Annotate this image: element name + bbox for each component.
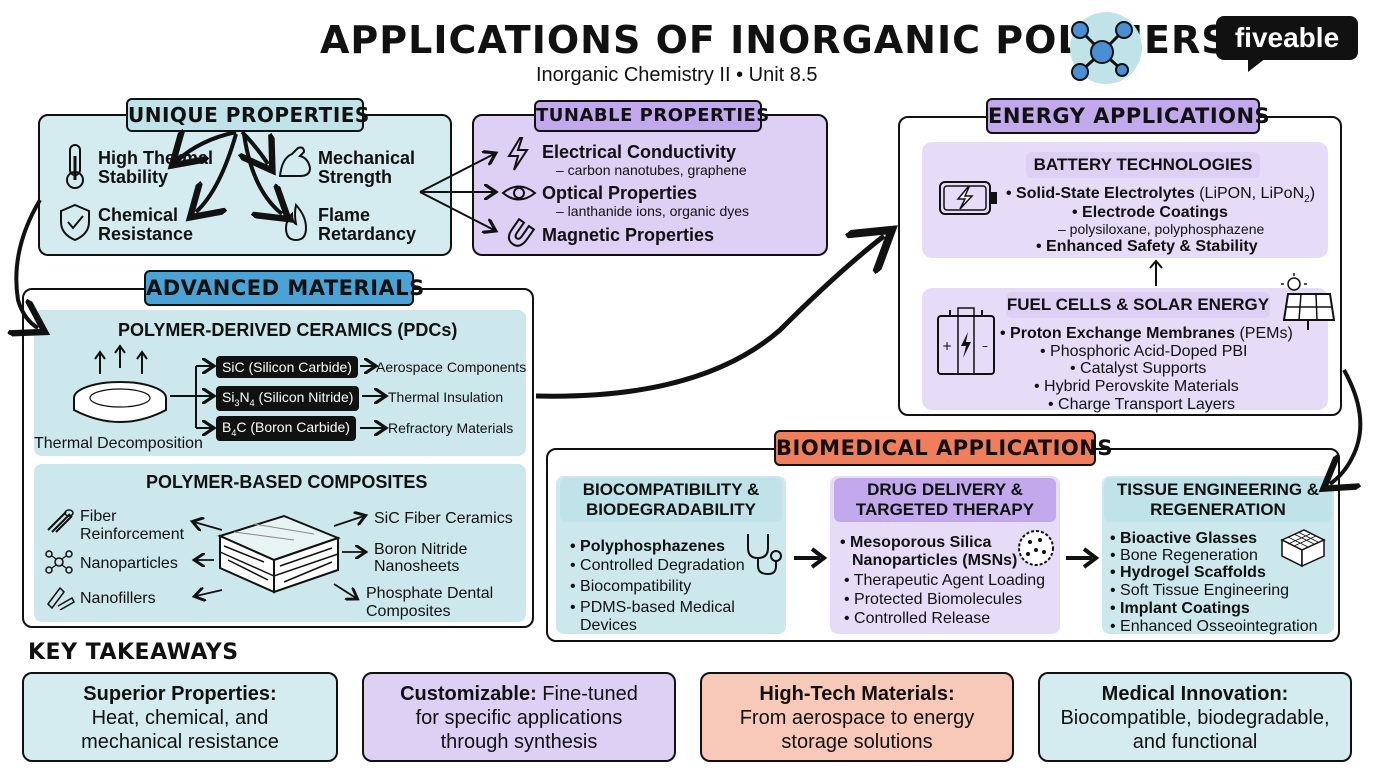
bio-item-4: • PDMS-based Medical	[570, 599, 735, 616]
mechanical-strength-label-1: Mechanical	[318, 148, 416, 168]
bio-item-2: • Controlled Degradation	[570, 557, 745, 574]
magnet-icon	[507, 218, 536, 247]
right-arrow-icon-1	[794, 547, 828, 569]
drug-item-3: • Therapeutic Agent Loading	[844, 572, 1046, 589]
page-subtitle: Inorganic Chemistry II • Unit 8.5	[536, 64, 818, 86]
flame-icon	[284, 202, 308, 242]
takeaway-medical-innovation: Medical Innovation: Biocompatible, biode…	[1038, 672, 1352, 762]
drug-item-2: Nanoparticles (MSNs)	[852, 552, 1018, 569]
battery-icon	[939, 181, 997, 215]
nanoparticle-sphere-icon	[1018, 530, 1054, 566]
battery-item-1: • Solid-State Electrolytes (LiPON, LiPoN…	[1006, 185, 1316, 206]
magnetic-properties-label: Magnetic Properties	[542, 225, 715, 245]
solar-panel-icon	[1281, 273, 1336, 330]
chemical-resistance-label-2: Resistance	[98, 224, 194, 244]
ceramic-disc-icon	[73, 344, 167, 423]
sic-fiber-label: SiC Fiber Ceramics	[374, 510, 513, 527]
flame-retardancy-label-1: Flame	[318, 205, 371, 225]
drug-delivery-heading: DRUG DELIVERY &TARGETED THERAPY	[834, 478, 1056, 522]
sic-pill: SiC (Silicon Carbide)	[216, 356, 358, 378]
shield-check-icon	[60, 203, 90, 242]
fuel-item-4: • Hybrid Perovskite Materials	[1034, 378, 1239, 395]
tissue-item-5: • Implant Coatings	[1110, 600, 1250, 617]
fiber-label-1: Fiber	[80, 508, 117, 525]
thermal-stability-label-2: Stability	[98, 167, 169, 187]
sic-use-label: Aerospace Components	[376, 359, 527, 375]
pdc-heading: POLYMER-DERIVED CERAMICS (PDCs)	[118, 320, 458, 340]
tissue-item-3: • Hydrogel Scaffolds	[1110, 564, 1266, 581]
nanofillers-icon	[47, 586, 75, 610]
biocompatibility-heading: BIOCOMPATIBILITY &BIODEGRADABILITY	[560, 478, 782, 522]
mechanical-strength-label-2: Strength	[318, 167, 392, 187]
takeaway-high-tech-materials: High-Tech Materials: From aerospace to e…	[700, 672, 1014, 762]
bio-item-1: • Polyphosphazenes	[570, 538, 725, 555]
optical-properties-note: – lanthanide ions, organic dyes	[556, 203, 750, 219]
chemical-resistance-label-1: Chemical	[98, 205, 179, 225]
battery-item-2-note: – polysiloxane, polyphosphazene	[1058, 221, 1265, 237]
fuel-cell-icon: + –	[937, 307, 995, 375]
svg-text:+: +	[942, 339, 952, 353]
molecule-icon	[1070, 12, 1142, 84]
flexed-arm-icon	[278, 146, 312, 177]
thermometer-icon	[66, 144, 84, 189]
up-arrow-icon	[1149, 259, 1163, 286]
electrical-conductivity-label: Electrical Conductivity	[542, 142, 737, 162]
flame-retardancy-label-2: Retardancy	[318, 224, 417, 244]
electrical-conductivity-note: – carbon nanotubes, graphene	[556, 162, 747, 178]
si3n4-use-label: Thermal Insulation	[388, 389, 504, 405]
thermal-stability-label-1: High Thermal	[98, 148, 214, 168]
tissue-item-4: • Soft Tissue Engineering	[1110, 582, 1290, 599]
fuel-item-5: • Charge Transport Layers	[1048, 396, 1236, 413]
fuel-item-1: • Proton Exchange Membranes (PEMs)	[1000, 325, 1293, 342]
battery-technologies-heading: BATTERY TECHNOLOGIES	[1026, 152, 1260, 178]
tunable-properties-tag: TUNABLE PROPERTIES	[534, 100, 769, 132]
phosphate-label-1: Phosphate Dental	[366, 585, 494, 602]
takeaway-superior-properties: Superior Properties: Heat, chemical, and…	[22, 672, 338, 762]
logo-tail	[1248, 58, 1266, 72]
composites-heading: POLYMER-BASED COMPOSITES	[146, 472, 428, 492]
drug-item-1: • Mesoporous Silica	[840, 534, 992, 551]
nanofillers-label: Nanofillers	[80, 590, 156, 607]
si3n4-pill: Si3N4 (Silicon Nitride)	[216, 386, 360, 411]
biomedical-applications-tag: BIOMEDICAL APPLICATIONS	[774, 430, 1112, 466]
tissue-item-1: • Bioactive Glasses	[1110, 530, 1258, 547]
composite-block-icon	[217, 514, 341, 594]
fiber-label-2: Reinforcement	[80, 526, 185, 543]
bn-label-1: Boron Nitride	[374, 541, 468, 558]
optical-properties-label: Optical Properties	[542, 183, 698, 203]
tissue-item-6: • Enhanced Osseointegration	[1110, 618, 1318, 635]
bio-item-5: Devices	[580, 617, 637, 634]
tissue-item-2: • Bone Regeneration	[1110, 547, 1258, 564]
b4c-pill: B4C (Boron Carbide)	[216, 416, 356, 441]
phosphate-label-2: Composites	[366, 603, 451, 620]
battery-item-3: • Enhanced Safety & Stability	[1036, 238, 1258, 255]
fuel-cells-heading: FUEL CELLS & SOLAR ENERGY	[1006, 292, 1270, 318]
right-arrow-icon-2	[1066, 547, 1100, 569]
drug-item-4: • Protected Biomolecules	[844, 591, 1023, 608]
fuel-item-2: • Phosphoric Acid-Doped PBI	[1040, 343, 1248, 360]
lightning-icon	[507, 137, 529, 171]
takeaway-customizable: Customizable: Fine-tuned for specific ap…	[362, 672, 676, 762]
unique-properties-tag: UNIQUE PROPERTIES	[126, 98, 369, 132]
key-takeaways-heading: KEY TAKEAWAYS	[28, 640, 239, 665]
thermal-decomposition-label: Thermal Decomposition	[34, 435, 203, 452]
svg-text:–: –	[982, 339, 988, 353]
nanoparticles-icon	[45, 550, 73, 574]
energy-applications-tag: ENERGY APPLICATIONS	[986, 98, 1270, 134]
tissue-engineering-heading: TISSUE ENGINEERING &REGENERATION	[1104, 478, 1332, 522]
drug-item-5: • Controlled Release	[844, 610, 991, 627]
stethoscope-icon	[747, 534, 782, 576]
eye-icon	[501, 185, 537, 201]
advanced-to-energy-arrow	[535, 236, 884, 399]
advanced-materials-tag: ADVANCED MATERIALS	[144, 270, 424, 306]
nanoparticles-label: Nanoparticles	[80, 555, 178, 572]
scaffold-lattice-icon	[1280, 529, 1326, 568]
battery-item-2: • Electrode Coatings	[1072, 204, 1228, 221]
fiber-bundle-icon	[47, 509, 74, 533]
fuel-item-3: • Catalyst Supports	[1070, 360, 1207, 377]
bio-item-3: • Biocompatibility	[570, 578, 692, 595]
fiveable-logo[interactable]: fiveable	[1216, 16, 1358, 60]
bn-label-2: Nanosheets	[374, 558, 460, 575]
b4c-use-label: Refractory Materials	[388, 420, 514, 436]
